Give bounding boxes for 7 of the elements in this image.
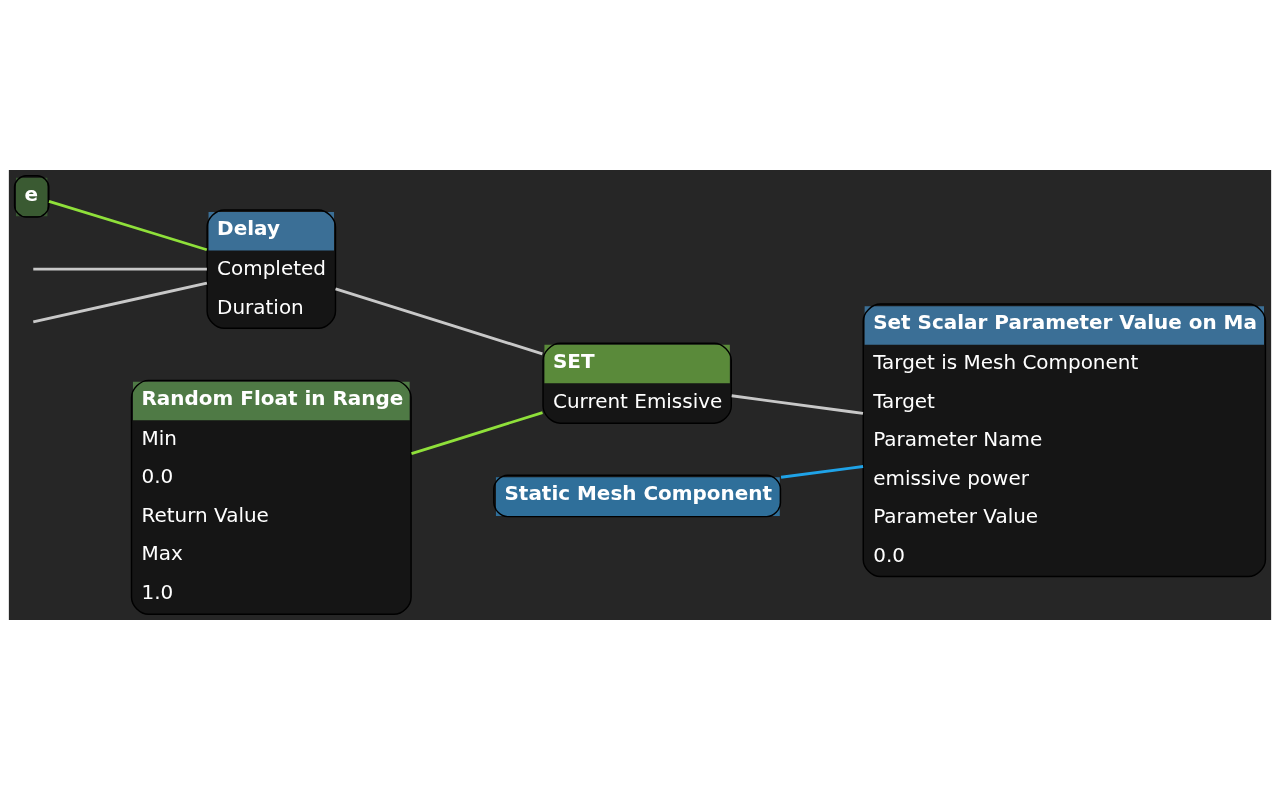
connector <box>32 281 208 324</box>
connector <box>411 411 543 456</box>
connector <box>335 287 543 356</box>
connector <box>731 394 864 415</box>
connector <box>33 267 207 271</box>
connector <box>780 465 864 479</box>
connector <box>48 199 208 252</box>
